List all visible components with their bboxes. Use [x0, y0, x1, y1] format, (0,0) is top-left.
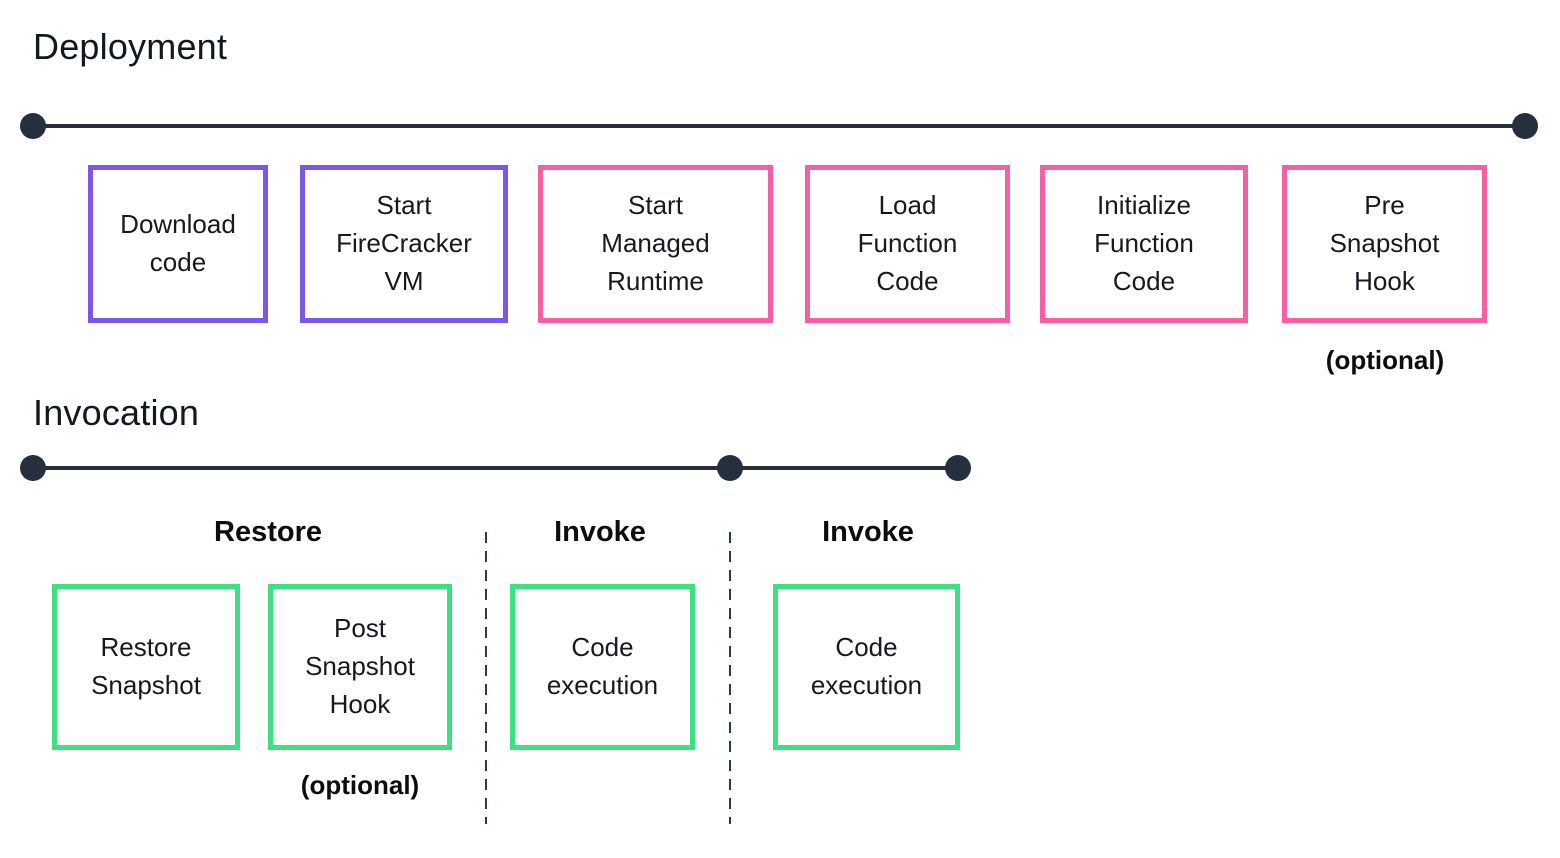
invocation-timeline-line: [33, 466, 958, 470]
step-box-code-execution-2: Code execution: [773, 584, 960, 750]
step-box-start-managed-runtime: Start Managed Runtime: [538, 165, 773, 323]
step-label: Initialize Function Code: [1094, 190, 1194, 296]
invocation-timeline-mid-dot: [717, 455, 743, 481]
step-box-pre-snapshot-hook: Pre Snapshot Hook: [1282, 165, 1487, 323]
step-box-post-snapshot-hook: Post Snapshot Hook: [268, 584, 452, 750]
step-label: Start FireCracker VM: [336, 190, 472, 296]
step-box-download-code: Download code: [88, 165, 268, 323]
step-box-load-function-code: Load Function Code: [805, 165, 1010, 323]
deployment-timeline-line: [33, 124, 1525, 128]
phase-label-invoke-2: Invoke: [822, 516, 914, 548]
step-label: Load Function Code: [857, 190, 958, 296]
phase-label-invoke-1: Invoke: [554, 516, 646, 548]
step-box-restore-snapshot: Restore Snapshot: [52, 584, 240, 750]
step-label: Restore Snapshot: [91, 632, 201, 700]
deployment-timeline-end-dot: [1512, 113, 1538, 139]
invocation-section-title: Invocation: [33, 392, 200, 433]
invocation-timeline-start-dot: [20, 455, 46, 481]
step-label: Code execution: [810, 632, 923, 700]
step-box-start-firecracker-vm: Start FireCracker VM: [300, 165, 508, 323]
step-box-code-execution-1: Code execution: [510, 584, 695, 750]
pre-snapshot-hook-optional-label: (optional): [1325, 345, 1445, 375]
phase-label-restore: Restore: [214, 516, 322, 548]
post-snapshot-hook-optional-label: (optional): [300, 770, 420, 800]
phase-divider-invoke-invoke: [729, 532, 731, 824]
deployment-timeline-start-dot: [20, 113, 46, 139]
step-label: Pre Snapshot Hook: [1329, 190, 1440, 296]
invocation-timeline-end-dot: [945, 455, 971, 481]
step-label: Post Snapshot Hook: [305, 613, 415, 719]
step-label: Download code: [120, 209, 236, 277]
phase-divider-restore-invoke: [485, 532, 487, 824]
step-label: Start Managed Runtime: [601, 190, 710, 296]
deployment-section-title: Deployment: [33, 26, 228, 67]
step-label: Code execution: [546, 632, 659, 700]
step-box-initialize-function-code: Initialize Function Code: [1040, 165, 1248, 323]
